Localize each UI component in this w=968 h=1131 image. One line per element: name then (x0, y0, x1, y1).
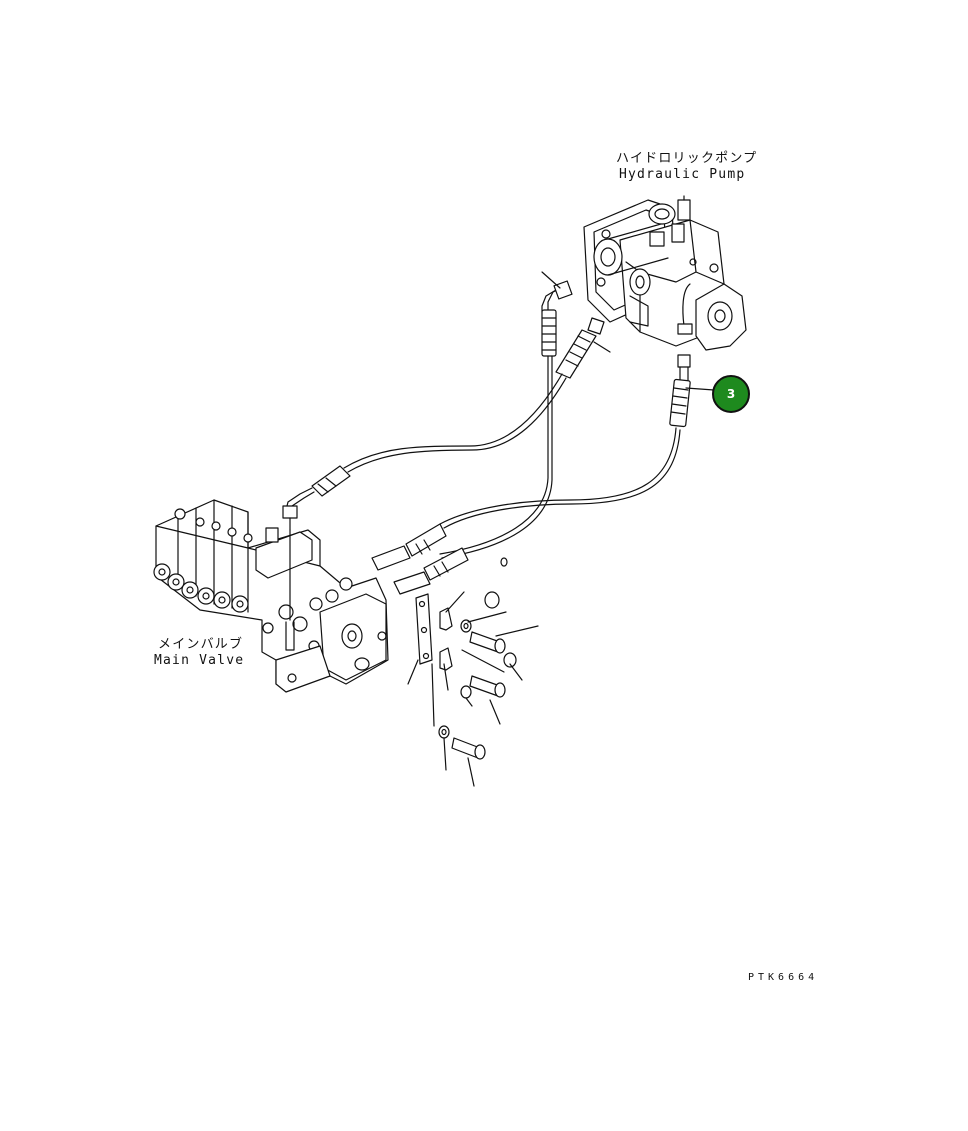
main-valve-label-jp: メインバルブ (158, 637, 244, 652)
hydraulic-pump-label-en: Hydraulic Pump (619, 167, 746, 182)
hydraulic-pump (583, 195, 747, 351)
leader-lines (407, 271, 715, 787)
main-valve (153, 499, 389, 693)
hoses (282, 280, 691, 595)
hydraulic-pump-label-jp: ハイドロリックポンプ (616, 151, 758, 166)
main-valve-label-en: Main Valve (154, 653, 245, 668)
bracket-hardware (415, 557, 517, 760)
drawing-code: PTK6664 (748, 972, 819, 983)
part-callout-3[interactable]: 3 (712, 375, 750, 413)
callout-number: 3 (726, 387, 736, 401)
